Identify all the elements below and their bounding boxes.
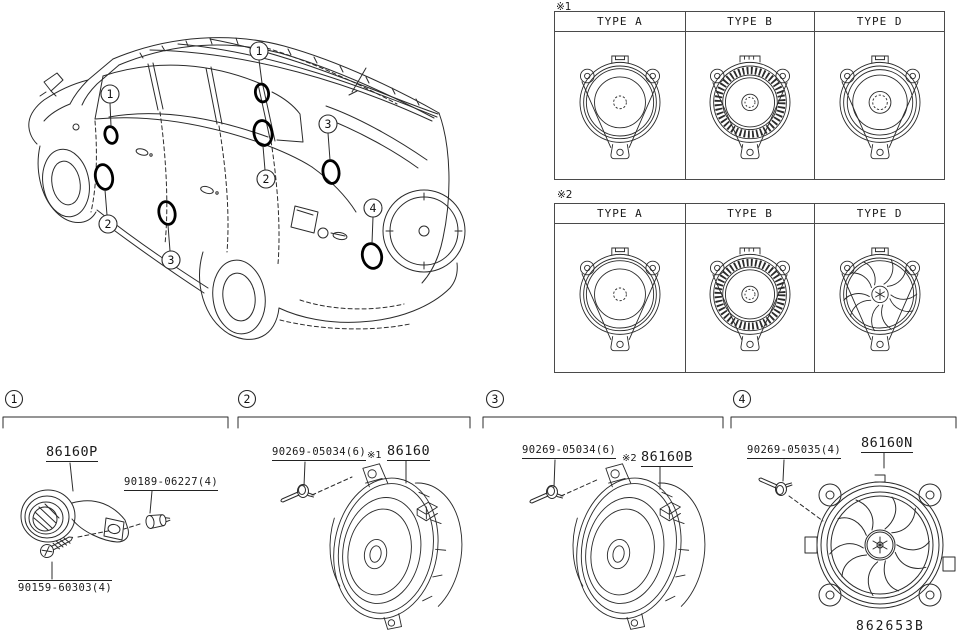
part-number-label: 86160N xyxy=(861,436,913,454)
speaker-thumb-cell xyxy=(684,224,815,372)
section-brackets: 1 2 3 4 xyxy=(2,389,957,429)
callout-number: 1 xyxy=(256,44,263,58)
variant-note: ※1 xyxy=(367,450,382,461)
section-number: 1 xyxy=(11,392,18,406)
speaker-front-fan-grille-icon xyxy=(830,243,930,353)
type-header: TYPE D xyxy=(814,204,944,224)
speaker-thumb-cell xyxy=(814,224,944,372)
part-number-label: 86160B xyxy=(641,450,693,468)
variant-note: ※2 xyxy=(622,453,637,464)
section-number: 4 xyxy=(739,392,746,406)
speaker-thumb-cell xyxy=(555,32,685,179)
vehicle-line-art xyxy=(28,37,466,340)
fastener-number-label: 90159-60303(4) xyxy=(18,580,113,594)
figure-code: 862653B xyxy=(856,619,925,634)
speaker-front-hatched-surround-icon xyxy=(700,243,800,353)
front-door-speaker-art xyxy=(280,460,463,630)
type-header: TYPE B xyxy=(684,204,815,224)
table-note: ※2 xyxy=(557,189,573,201)
speaker-front-hatched-surround-icon xyxy=(700,51,800,161)
callout-number: 4 xyxy=(370,201,377,215)
fastener-number-label: 90189-06227(4) xyxy=(124,476,219,492)
speaker-front-cone-large-cap-icon xyxy=(839,55,921,159)
type-header: TYPE A xyxy=(555,204,685,224)
vehicle-callouts: 1 1 2 2 3 3 4 xyxy=(93,41,384,270)
callout-number: 2 xyxy=(105,217,112,231)
quarter-panel-speaker-art xyxy=(758,452,956,609)
callout-number: 3 xyxy=(325,117,332,131)
speaker-thumb-cell xyxy=(555,224,685,372)
tweeter-assembly-art xyxy=(20,462,171,580)
section-number: 3 xyxy=(492,392,499,406)
callout-number: 1 xyxy=(107,87,114,101)
fastener-number-label: 90269-05034(6) xyxy=(522,444,617,460)
speaker-location-marks xyxy=(93,82,384,270)
callout-number: 2 xyxy=(263,172,270,186)
speaker-type-table-1: TYPE A TYPE B TYPE D xyxy=(554,11,945,180)
speaker-front-cone-icon xyxy=(579,55,661,159)
part-number-label: 86160 xyxy=(387,444,431,462)
type-header: TYPE A xyxy=(555,12,685,32)
speaker-thumb-cell xyxy=(814,32,944,179)
table-note: ※1 xyxy=(556,1,572,13)
type-header: TYPE B xyxy=(684,12,815,32)
callout-number: 3 xyxy=(168,253,175,267)
speaker-thumb-cell xyxy=(684,32,815,179)
type-header: TYPE D xyxy=(814,12,944,32)
rear-door-speaker-art xyxy=(529,459,706,630)
part-number-label: 86160P xyxy=(46,445,98,463)
fastener-number-label: 90269-05035(4) xyxy=(747,444,842,460)
speaker-type-table-2: TYPE A TYPE B TYPE D xyxy=(554,203,945,373)
section-number: 2 xyxy=(244,392,251,406)
speaker-front-cone-icon xyxy=(579,247,661,352)
fastener-number-label: 90269-05034(6) xyxy=(272,446,367,462)
